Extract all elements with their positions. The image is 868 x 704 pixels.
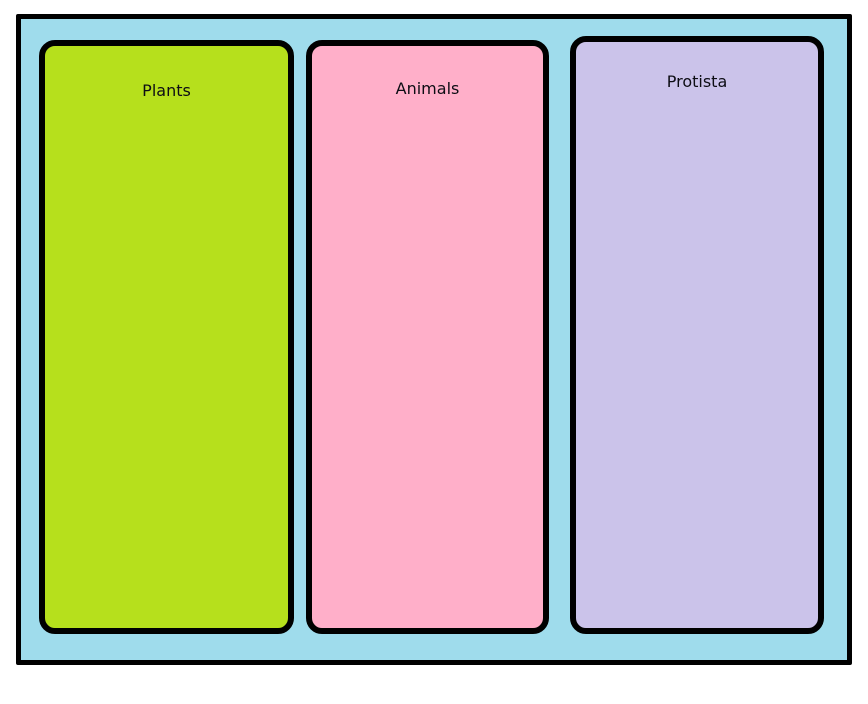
category-column-plants-label: Plants [142, 81, 191, 100]
category-column-plants[interactable]: Plants [39, 40, 294, 634]
category-column-protista[interactable]: Protista [570, 36, 824, 634]
category-board: Plants Animals Protista [16, 14, 852, 665]
category-column-animals-label: Animals [395, 79, 460, 98]
category-column-protista-label: Protista [666, 72, 728, 91]
category-column-animals[interactable]: Animals [306, 40, 549, 634]
